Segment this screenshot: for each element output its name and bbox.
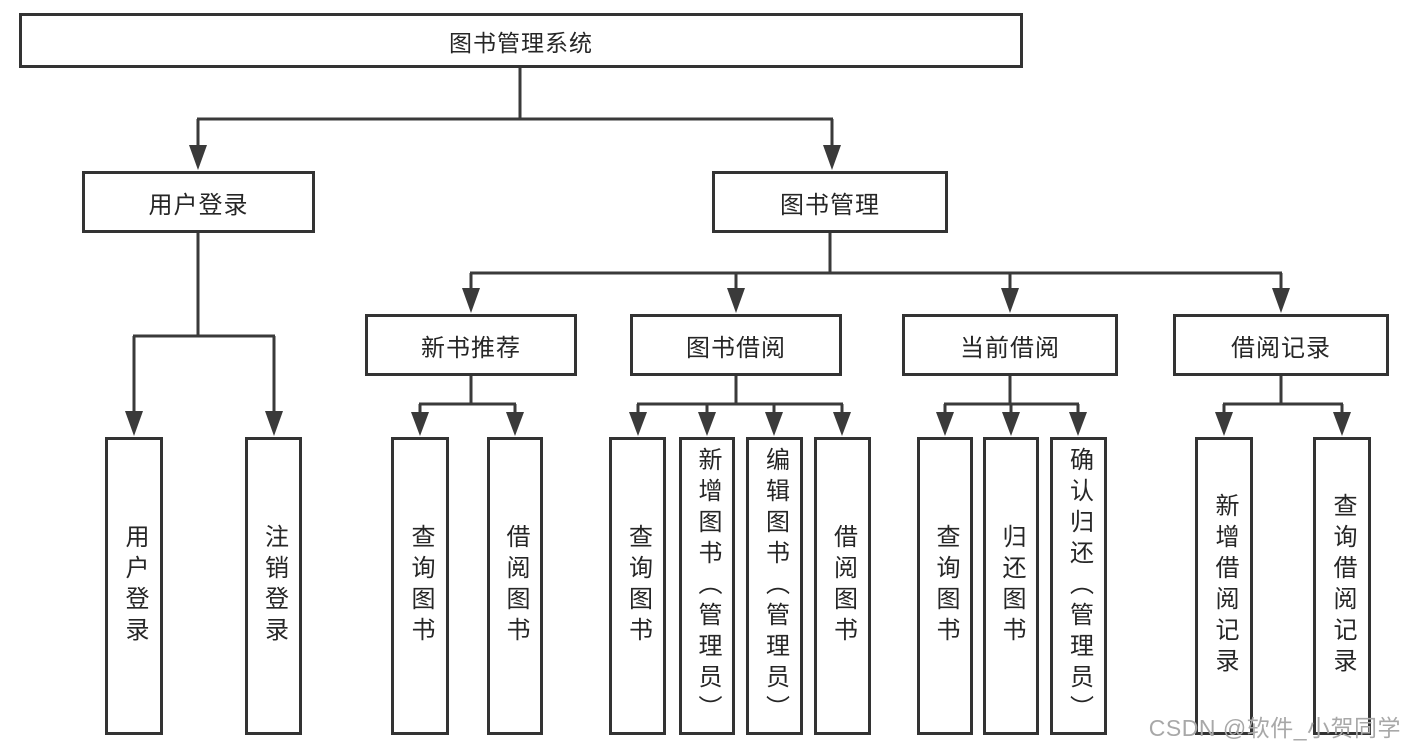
leaf-query-borrow-record: 查询借阅记录	[1313, 437, 1371, 735]
leaf-borrow-book-2: 借阅图书	[814, 437, 871, 735]
csdn-watermark: CSDN @软件_小贺同学	[1148, 715, 1401, 741]
leaf-confirm-return-admin: 确认归还（管理员）	[1050, 437, 1107, 735]
leaf-logout-label: 注销登录	[260, 524, 288, 648]
leaf-query-book-1: 查询图书	[391, 437, 449, 735]
leaf-user-login-label: 用户登录	[120, 524, 148, 648]
leaf-user-login: 用户登录	[105, 437, 163, 735]
leaf-add-book-admin-label: 新增图书（管理员）	[693, 446, 721, 726]
leaf-query-book-2: 查询图书	[609, 437, 666, 735]
leaf-borrow-book-1-label: 借阅图书	[501, 524, 529, 648]
leaf-query-book-3: 查询图书	[917, 437, 973, 735]
leaf-query-book-1-label: 查询图书	[406, 524, 434, 648]
node-book-borrowing: 图书借阅	[630, 314, 842, 376]
node-user-login-group-label: 用户登录	[148, 191, 249, 219]
arrowheads	[125, 145, 1351, 436]
leaf-query-borrow-record-label: 查询借阅记录	[1328, 493, 1356, 679]
node-book-management: 图书管理	[712, 171, 948, 233]
node-borrowing-records: 借阅记录	[1173, 314, 1389, 376]
node-current-borrowing: 当前借阅	[902, 314, 1118, 376]
node-book-management-label: 图书管理	[780, 191, 880, 219]
node-current-borrowing-label: 当前借阅	[960, 334, 1060, 362]
leaf-add-book-admin: 新增图书（管理员）	[679, 437, 735, 735]
leaf-edit-book-admin: 编辑图书（管理员）	[746, 437, 803, 735]
leaf-borrow-book-1: 借阅图书	[487, 437, 543, 735]
leaf-confirm-return-admin-label: 确认归还（管理员）	[1065, 446, 1093, 726]
leaf-query-book-3-label: 查询图书	[931, 524, 959, 648]
leaf-add-borrow-record: 新增借阅记录	[1195, 437, 1253, 735]
leaf-logout: 注销登录	[245, 437, 302, 735]
leaf-return-book-label: 归还图书	[997, 524, 1025, 648]
node-new-book-recommend: 新书推荐	[365, 314, 577, 376]
leaf-edit-book-admin-label: 编辑图书（管理员）	[761, 446, 789, 726]
node-book-borrowing-label: 图书借阅	[686, 334, 786, 362]
node-root-label: 图书管理系统	[449, 29, 593, 56]
leaf-borrow-book-2-label: 借阅图书	[829, 524, 857, 648]
node-root: 图书管理系统	[19, 13, 1023, 68]
node-new-book-recommend-label: 新书推荐	[421, 334, 521, 362]
leaf-return-book: 归还图书	[983, 437, 1039, 735]
leaf-query-book-2-label: 查询图书	[624, 524, 652, 648]
node-borrowing-records-label: 借阅记录	[1231, 334, 1331, 362]
leaf-add-borrow-record-label: 新增借阅记录	[1210, 493, 1238, 679]
node-user-login-group: 用户登录	[82, 171, 315, 233]
